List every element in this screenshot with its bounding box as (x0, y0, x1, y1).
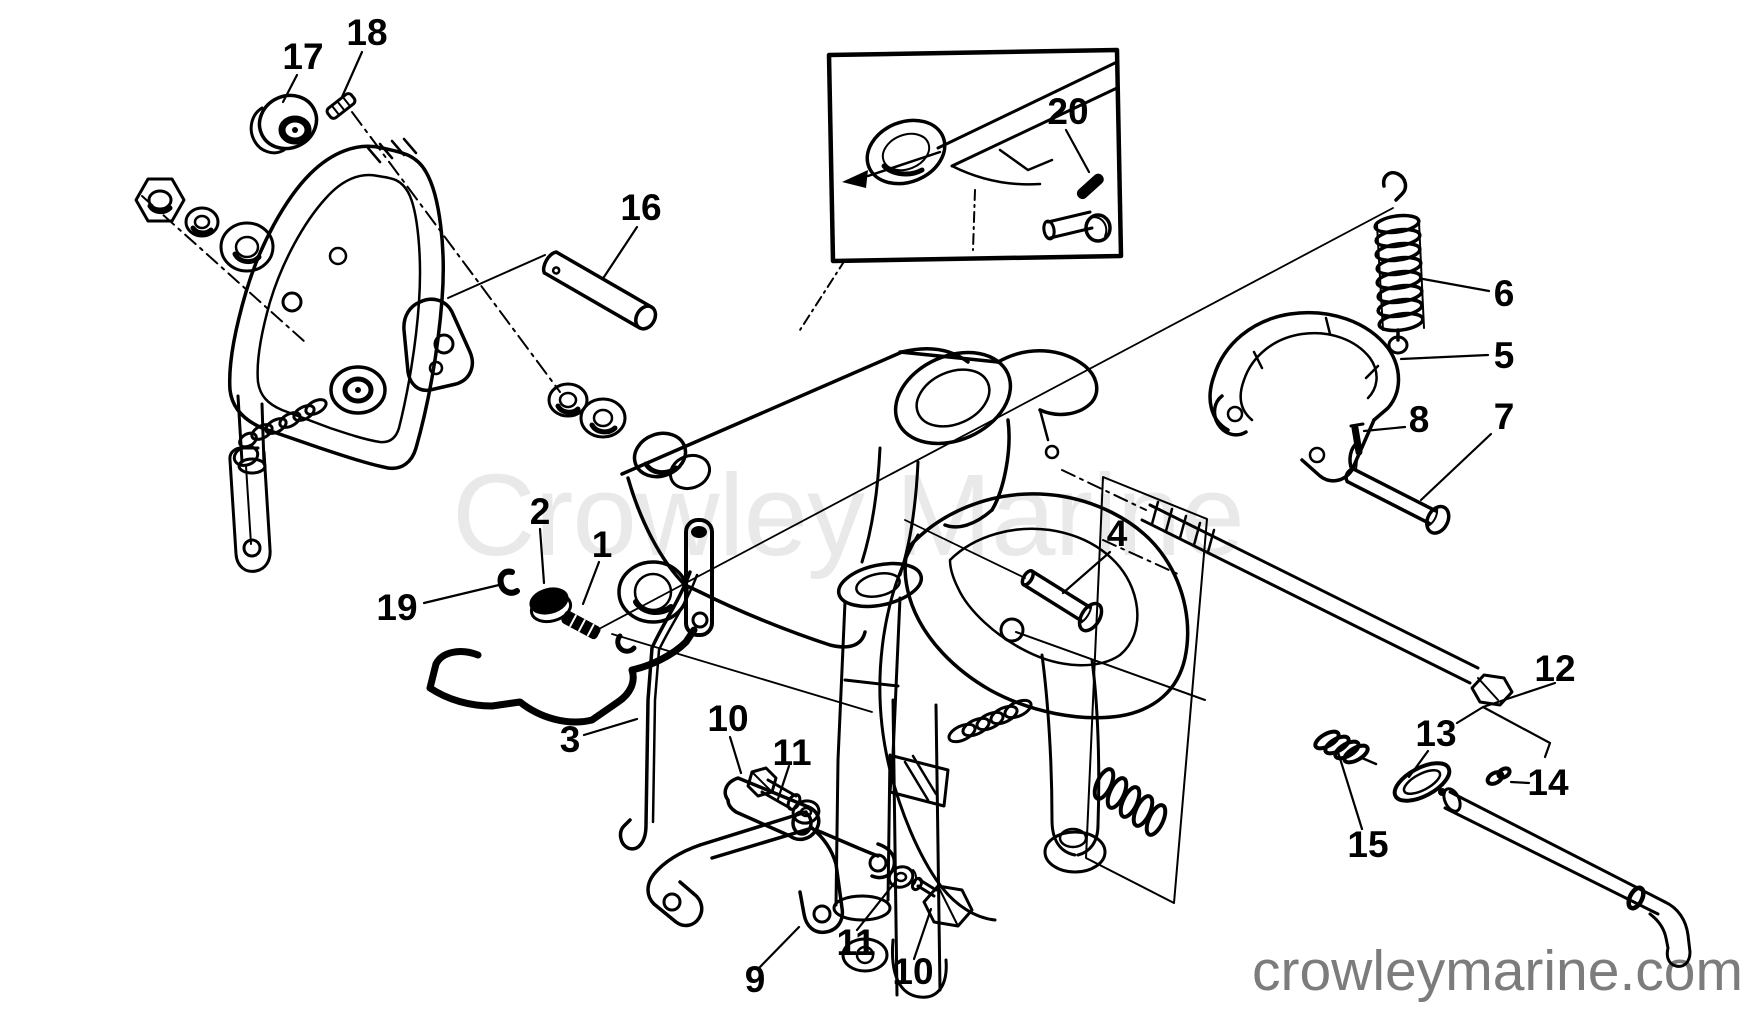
callout-17: 17 (282, 36, 324, 77)
pin-7-art (1344, 467, 1451, 535)
bushing-washers-art (547, 382, 627, 439)
clamp-5-art (1208, 310, 1401, 483)
callout-14: 14 (1527, 762, 1569, 803)
callout-6: 6 (1493, 273, 1515, 314)
callout-5: 5 (1493, 335, 1515, 376)
pin-18-art (325, 92, 561, 393)
callout-16: 16 (620, 187, 662, 228)
callout-15: 15 (1347, 824, 1389, 865)
bolt-10-top-art (746, 766, 802, 811)
callout-4: 4 (1106, 513, 1128, 554)
clip-14-art (1485, 766, 1512, 786)
bracket-9-art (646, 776, 897, 935)
callout-9: 9 (744, 959, 766, 1000)
long-bolt-art (1061, 469, 1514, 707)
transom-bracket-art (878, 476, 1208, 999)
callout-2: 2 (529, 491, 551, 532)
callout-10-top: 10 (707, 698, 749, 739)
callout-13: 13 (1415, 713, 1457, 754)
bolt-4-art (1020, 569, 1104, 633)
inset-detail-box (799, 47, 1124, 331)
bolt-10-bottom-art (910, 876, 974, 928)
callout-11-bottom: 11 (836, 922, 876, 963)
callout-20: 20 (1047, 91, 1089, 132)
callout-3: 3 (559, 719, 581, 760)
screw-8-art (1349, 422, 1365, 471)
pin-16-art (447, 250, 658, 331)
callout-1: 1 (591, 524, 613, 565)
mount-17-art (249, 93, 319, 155)
callout-10-bottom: 10 (892, 951, 934, 992)
rod-12-art (1442, 787, 1692, 968)
callout-12: 12 (1534, 648, 1576, 689)
callout-11-top: 11 (772, 732, 812, 773)
callout-18: 18 (346, 12, 388, 53)
website-text: crowleymarine.com (1252, 939, 1743, 1003)
tilt-rod-and-strap-art (228, 398, 328, 573)
spring-15-art (1313, 729, 1378, 766)
callout-8: 8 (1408, 399, 1430, 440)
cam-lever-assembly-art (426, 518, 714, 851)
callout-7: 7 (1493, 396, 1515, 437)
callout-19: 19 (376, 587, 418, 628)
spring-6-art (596, 171, 1425, 631)
leader-lines (281, 50, 1557, 969)
nut-washer-stack-art (134, 177, 306, 343)
swivel-bracket-art (611, 347, 1099, 973)
